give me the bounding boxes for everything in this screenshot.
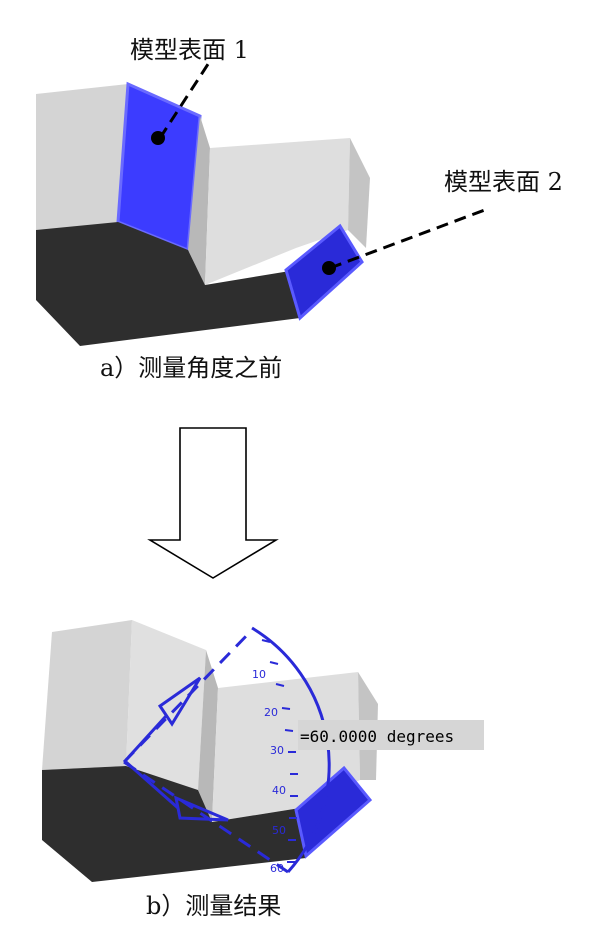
callout-dot-2: [322, 261, 336, 275]
normal-arrow-upper: [157, 676, 202, 727]
left-block-front-2: [42, 620, 132, 770]
arc-tick-label: 50: [272, 824, 286, 837]
step-face: [188, 116, 210, 285]
right-block-side: [348, 138, 370, 248]
callout-line-2: [329, 206, 491, 270]
model-after: 10 20 30 40 50 60 =60.0000 degrees: [42, 620, 484, 882]
arc-tick-label: 20: [264, 706, 278, 719]
left-block-front: [36, 84, 128, 230]
caption-result: b）测量结果: [146, 892, 281, 920]
model-before: [36, 57, 491, 346]
bottom-face: [36, 222, 300, 346]
arc-ticks: [261, 639, 298, 863]
callout-label-1: 模型表面 1: [130, 36, 249, 64]
angle-readout: =60.0000 degrees: [300, 727, 454, 746]
model-surface-1: [116, 81, 202, 253]
left-block-side-2: [126, 620, 206, 790]
arc-tick-label: 60: [270, 862, 284, 875]
measure-ray-2: [123, 760, 289, 874]
angle-readout-box: [298, 720, 484, 750]
arc-tick-label: 10: [252, 668, 266, 681]
step-face-2: [198, 650, 218, 822]
bottom-face-2: [42, 766, 306, 882]
callout-label-2: 模型表面 2: [444, 168, 563, 196]
arc-tick-label: 40: [272, 784, 286, 797]
callout-dot-1: [151, 131, 165, 145]
caption-before: a）测量角度之前: [100, 354, 282, 382]
down-arrow: [147, 427, 279, 579]
normal-arrow-lower-shaft: [125, 760, 179, 810]
arc-tick-label: 30: [270, 744, 284, 757]
normal-arrow-upper-shaft: [124, 714, 168, 762]
callout-line-1: [158, 57, 214, 139]
right-block-front: [205, 138, 350, 285]
